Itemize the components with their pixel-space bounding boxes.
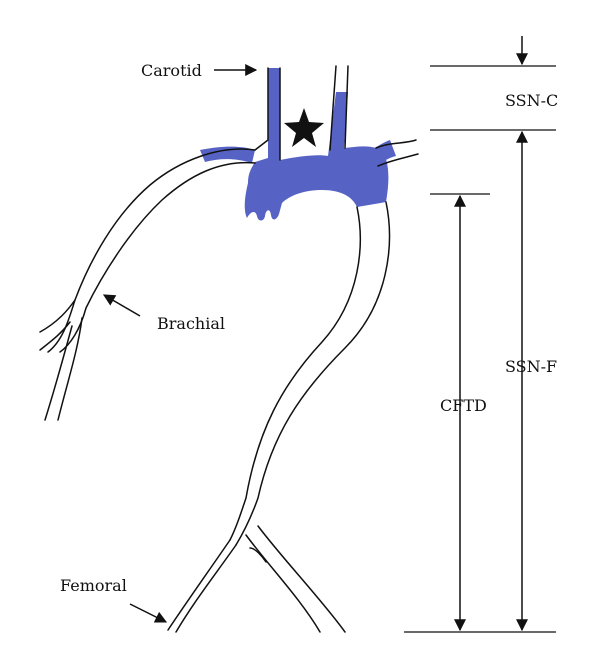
- aortic-arch-shaded: [200, 68, 396, 221]
- star-icon: [284, 108, 324, 147]
- ssn-c-label: SSN-C: [505, 91, 558, 110]
- vessel-outlines: [39, 65, 419, 633]
- measurement-lines: [404, 36, 556, 633]
- carotid-label: Carotid: [141, 61, 202, 80]
- aortic-arch-fill: [244, 68, 389, 221]
- femoral-pointer: [129, 603, 168, 623]
- pointer-arrows: [102, 64, 258, 623]
- ssn-f-label: SSN-F: [505, 357, 557, 376]
- femoral-label: Femoral: [60, 576, 127, 595]
- brachiocephalic-fill: [200, 146, 255, 163]
- brachial-label: Brachial: [157, 314, 225, 333]
- brachial-pointer: [102, 294, 141, 317]
- cftd-label: CFTD: [440, 396, 487, 415]
